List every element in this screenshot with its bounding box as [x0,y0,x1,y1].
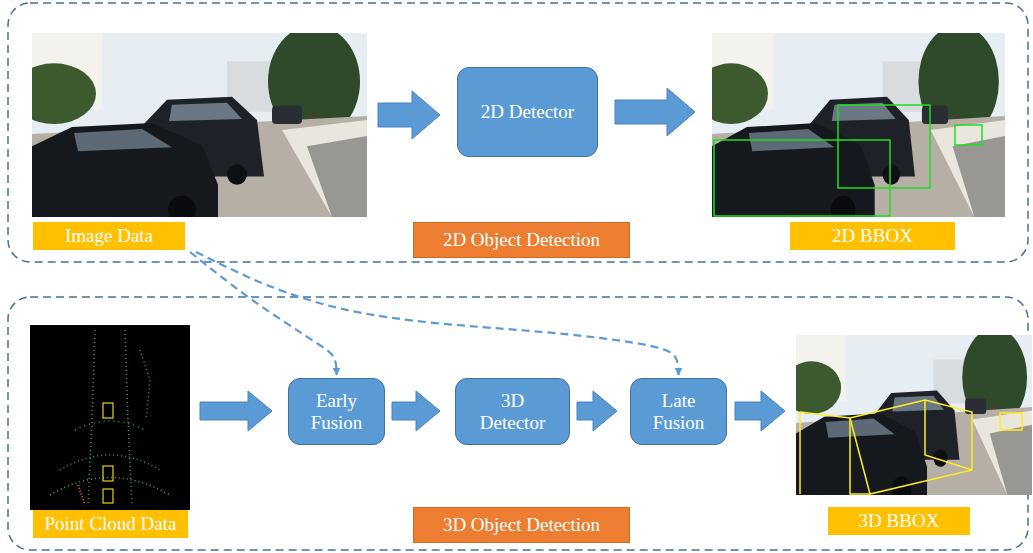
block-arrow [392,391,440,431]
scan-points [125,330,132,505]
dashed-arrow [196,252,679,375]
box-text: 3D Object Detection [443,514,600,536]
bbox-3d [850,400,972,494]
bbox-2d [714,140,890,216]
section-label: 2D Object Detection [413,222,630,258]
bbox-3d [800,412,850,494]
image-panel: 3D BBOX [796,335,1033,535]
block-arrow [735,391,785,431]
section-label: 3D Object Detection [413,507,630,543]
data-label: 2D BBOX [790,222,955,250]
process-box: Early Fusion [288,378,385,445]
box-text: Early Fusion [301,390,372,434]
scan-points [50,478,170,496]
image-panel: Point Cloud Data [30,325,190,538]
bbox-3d [103,403,113,418]
bbox-3d [103,489,113,503]
street-photo [12,25,367,224]
street-photo [695,25,1005,224]
image-panel: Image Data [32,33,367,250]
data-label: Point Cloud Data [33,510,188,538]
image-panel: 2D BBOX [712,33,1005,250]
bbox-2d [955,125,982,145]
bbox-3d [103,466,113,481]
process-box: Late Fusion [630,378,727,445]
scan-points [60,455,160,470]
scan-points [75,421,145,430]
data-label: Image Data [33,222,185,250]
street-photo [782,328,1032,501]
scan-points [78,485,85,505]
region-border [8,3,1028,262]
bbox-3d [850,400,972,494]
bbox-3d [1000,413,1022,430]
box-text: 3D Detector [472,390,553,434]
dashed-arrow [190,252,337,375]
scan-points [140,350,150,420]
process-box: 2D Detector [457,67,598,157]
box-text: Late Fusion [643,390,714,434]
block-arrow [200,391,272,431]
bbox-2d [838,105,930,188]
box-text: 2D Object Detection [443,229,600,251]
block-arrow [577,391,617,431]
block-arrow [615,88,695,136]
process-box: 3D Detector [455,378,570,445]
block-arrow [378,91,440,139]
box-text: 2D Detector [481,101,574,123]
point-cloud [30,325,190,510]
data-label: 3D BBOX [828,507,970,535]
